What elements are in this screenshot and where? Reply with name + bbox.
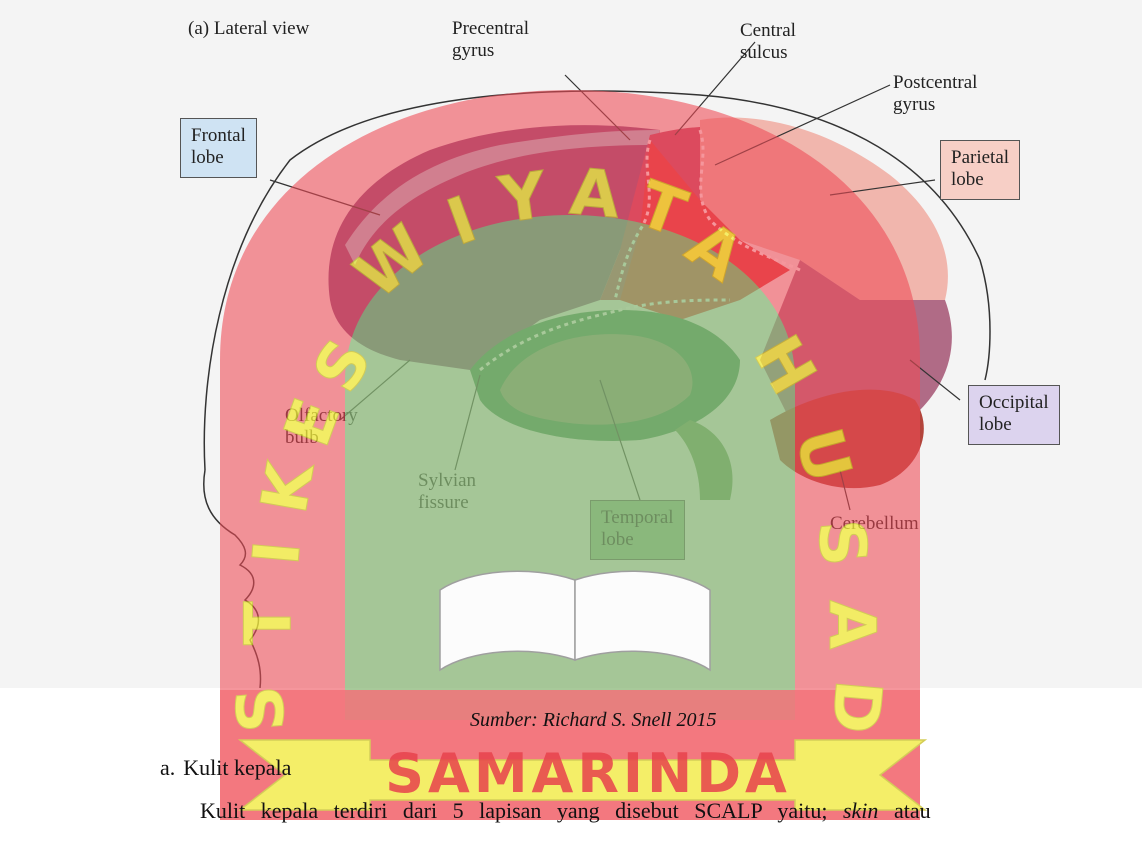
label-precentral-gyrus: Precentral gyrus	[452, 18, 529, 62]
list-marker: a.	[160, 755, 175, 780]
label-temporal-lobe: Temporal lobe	[590, 500, 685, 560]
list-item-heading: a. Kulit kepala	[160, 755, 291, 781]
brain-figure: (a) Lateral view Precentral gyrus Centra…	[0, 0, 1142, 688]
label-olfactory-bulb: Olfactory bulb	[285, 405, 358, 449]
label-central-sulcus: Central sulcus	[740, 20, 796, 64]
brainstem-shape	[675, 420, 733, 500]
label-parietal-lobe: Parietal lobe	[940, 140, 1020, 200]
label-occipital-lobe: Occipital lobe	[968, 385, 1060, 445]
watermark-banner-text: SAMARINDA	[378, 742, 798, 805]
label-frontal-lobe: Frontal lobe	[180, 118, 257, 178]
panel-label: (a) Lateral view	[188, 18, 309, 40]
label-cerebellum: Cerebellum	[830, 513, 919, 535]
paragraph-text-end: atau	[878, 798, 930, 823]
list-heading-text: Kulit kepala	[183, 755, 291, 780]
figure-caption: Sumber: Richard S. Snell 2015	[470, 709, 716, 732]
watermark-letter: S	[223, 683, 301, 735]
label-postcentral-gyrus: Postcentral gyrus	[893, 72, 977, 116]
label-sylvian-fissure: Sylvian fissure	[418, 470, 476, 514]
face-outline	[204, 470, 261, 688]
paragraph-italic-term: skin	[843, 798, 878, 823]
